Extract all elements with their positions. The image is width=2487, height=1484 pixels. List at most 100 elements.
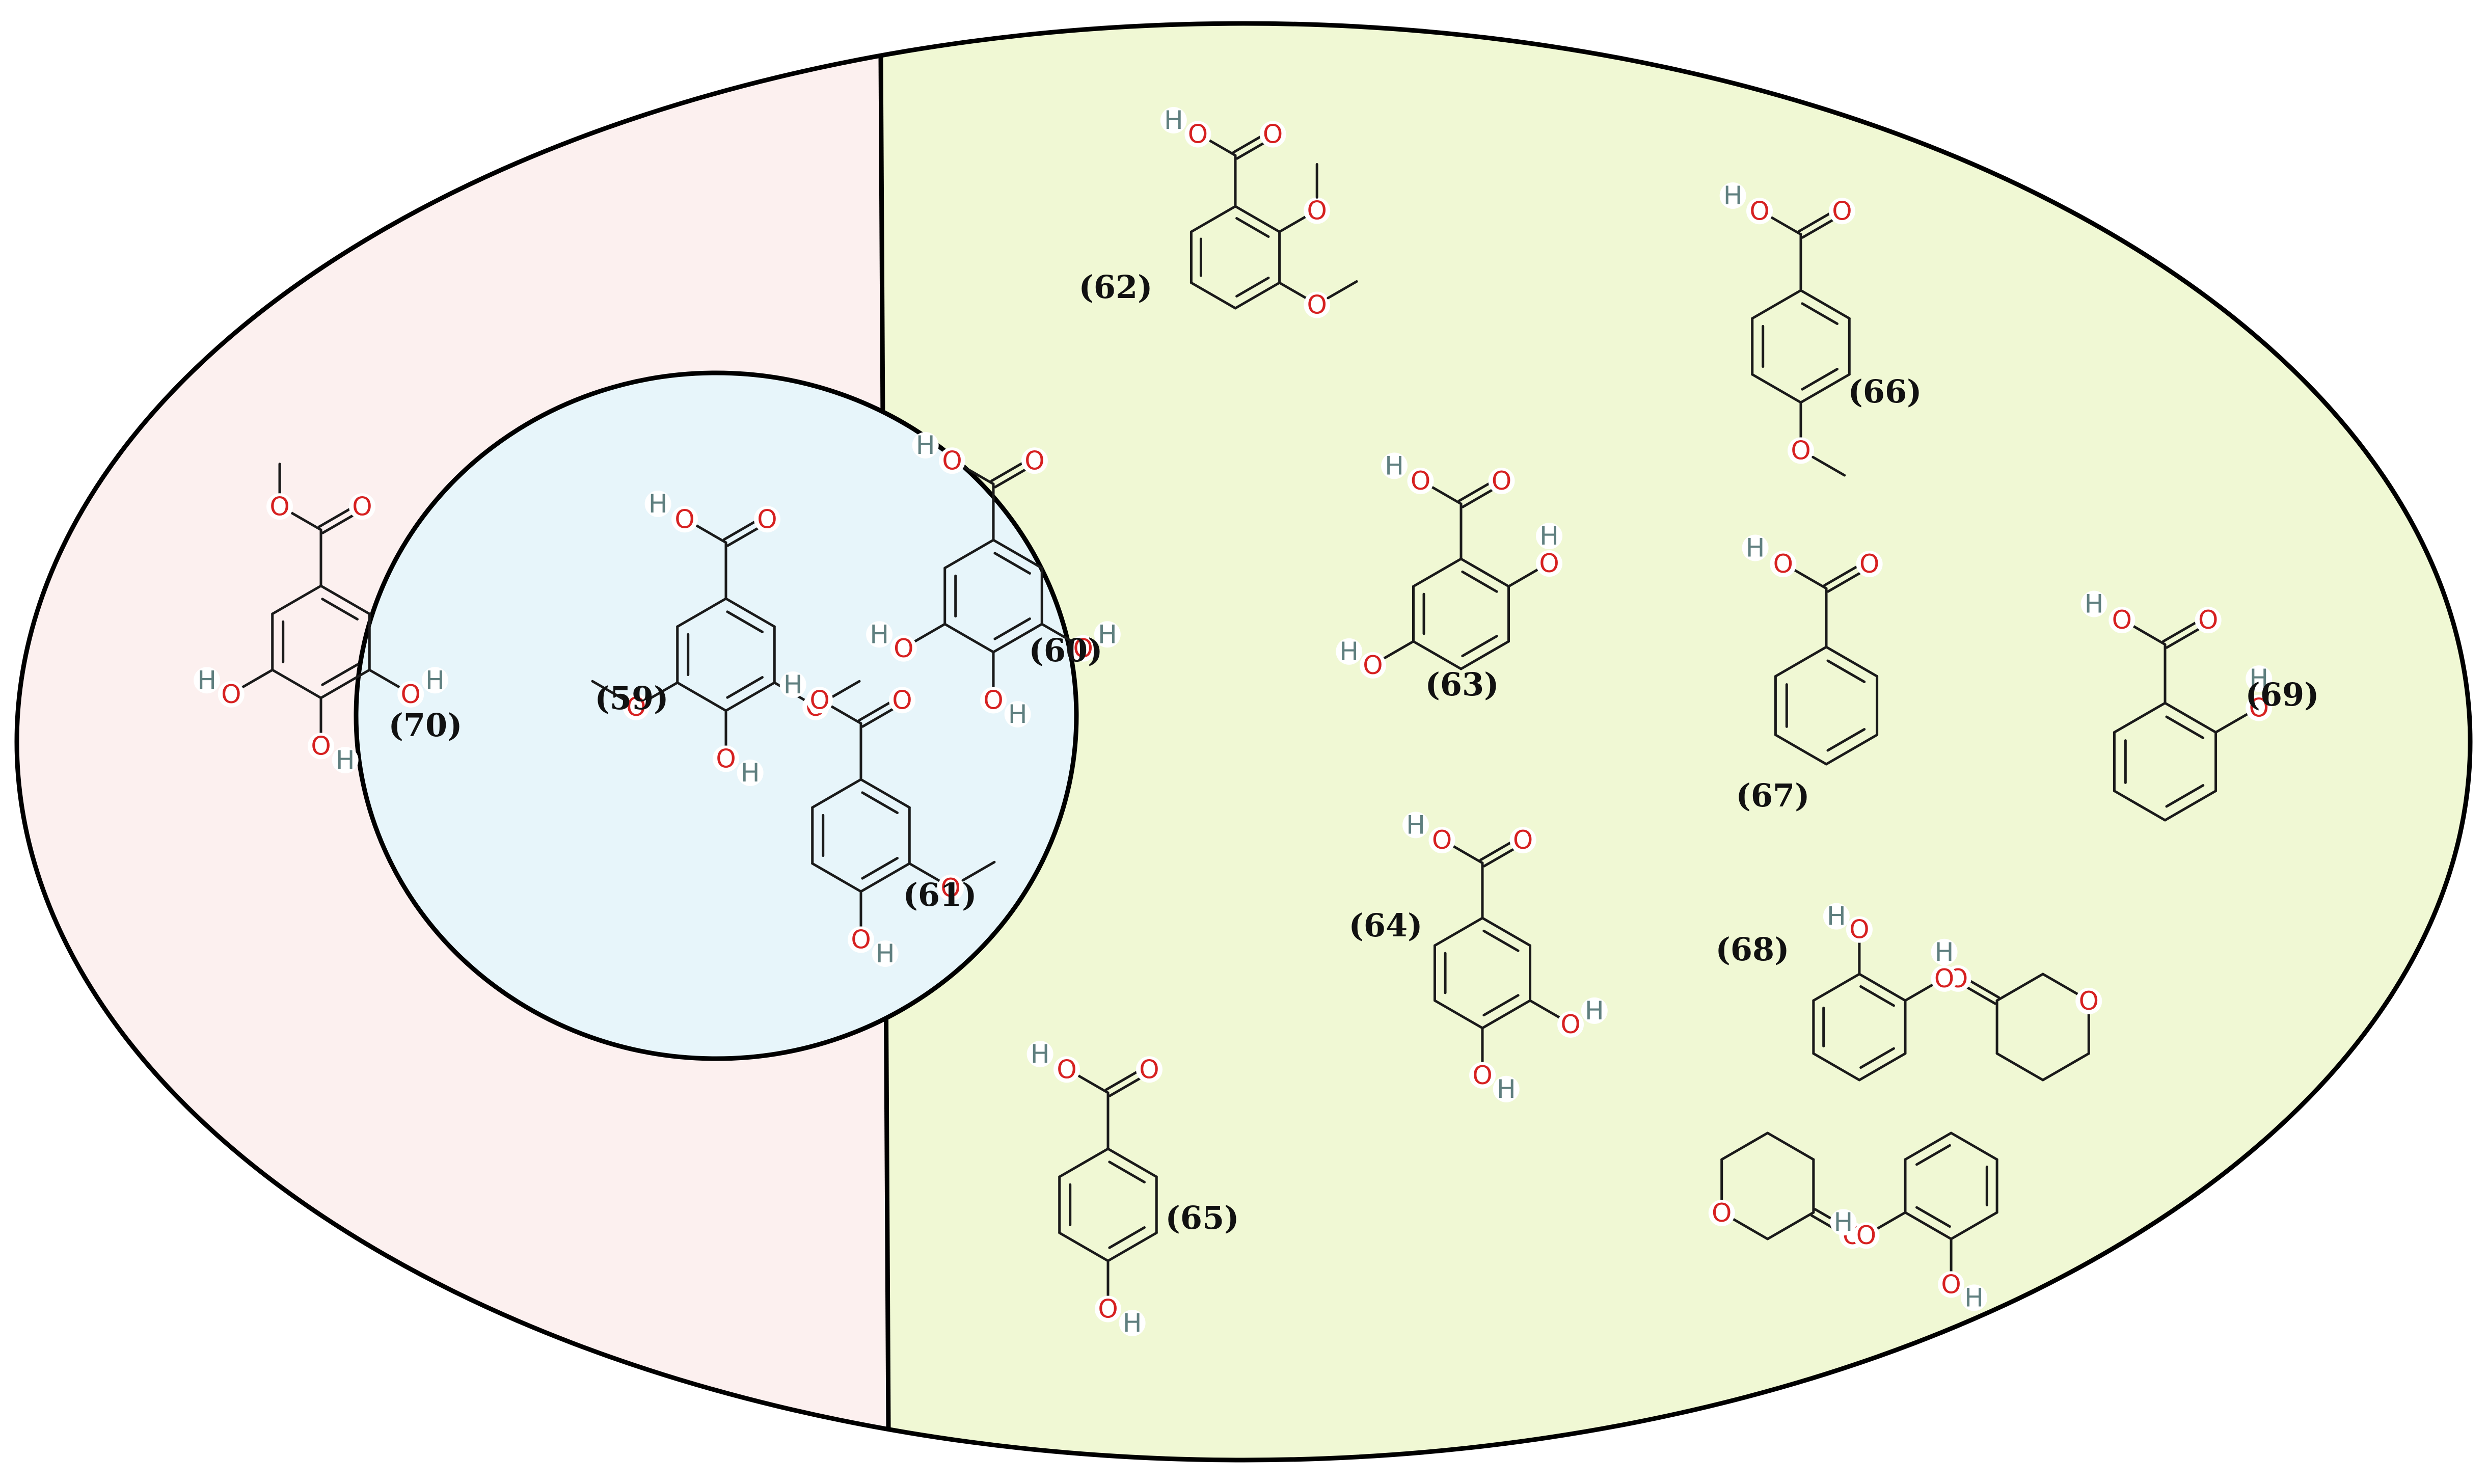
compound-c67: OOH(67) — [1736, 533, 1883, 814]
hydrogen-atom-halo — [1026, 1041, 1053, 1067]
ring-bond — [811, 778, 862, 809]
hydrogen-atom: H — [1585, 996, 1604, 1026]
hydrogen-atom-halo — [332, 747, 359, 773]
oxygen-atom: O — [1307, 290, 1327, 320]
oxygen-atom-halo — [1136, 1056, 1163, 1083]
oxygen-atom: O — [851, 925, 871, 955]
ring-bond — [2164, 790, 2218, 822]
oxygen-atom-halo — [1938, 1271, 1965, 1298]
ring-bond — [1433, 999, 1484, 1030]
hydrogen-atom-halo — [1381, 452, 1408, 479]
hydrogen-atom: H — [1834, 1207, 1853, 1237]
ring-bond — [943, 538, 995, 570]
oxygen-atom: O — [1263, 120, 1283, 149]
oxygen-atom-halo — [2195, 607, 2222, 634]
ring-bond — [943, 623, 995, 654]
hydrogen-atom: H — [1339, 637, 1359, 666]
hydrogen-atom: H — [916, 430, 935, 460]
ring-bond — [724, 681, 776, 712]
hydrogen-atom-halo — [779, 671, 806, 698]
ring-bond — [2041, 1052, 2090, 1082]
ring-inner-bond — [1859, 985, 1895, 1007]
ring-inner-bond — [1108, 1226, 1146, 1249]
hydrogen-atom-halo — [1402, 812, 1429, 839]
compound-label-c68: (68) — [1716, 931, 1790, 968]
ring-inner-bond — [1915, 1206, 1951, 1228]
ring-bond — [1799, 373, 1851, 404]
oxygen-atom-halo — [1536, 550, 1563, 577]
ring-bond — [1190, 205, 1237, 233]
oxygen-atom: O — [1024, 446, 1044, 475]
oxygen-atom-halo — [753, 506, 780, 533]
ring-bond — [1812, 1052, 1861, 1082]
hydrogen-atom: H — [2249, 664, 2268, 693]
ring-bond — [1825, 734, 1879, 766]
oxygen-atom-halo — [1557, 1011, 1584, 1038]
ring-inner-bond — [1108, 1161, 1146, 1183]
oxygen-atom-halo — [1488, 468, 1515, 495]
hydrogen-atom-halo — [1004, 701, 1031, 727]
ring-bond — [1058, 1231, 1110, 1262]
ring-bond — [1766, 1131, 1815, 1161]
oxygen-atom-halo — [1770, 551, 1797, 578]
ring-inner-bond — [861, 791, 899, 814]
ring-bond — [859, 778, 911, 809]
ring-bond — [1950, 1211, 1998, 1240]
hydrogen-atom: H — [1746, 533, 1765, 563]
oxygen-atom: O — [626, 692, 646, 722]
ring-bond — [1412, 640, 1463, 670]
hydrogen-atom: H — [1008, 699, 1028, 729]
hydrogen-atom: H — [1935, 937, 1954, 967]
ring-bond — [1234, 205, 1281, 233]
oxygen-atom: O — [1791, 436, 1810, 466]
hydrogen-atom: H — [1098, 619, 1117, 649]
oxygen-atom-halo — [939, 447, 966, 474]
oxygen-atom-halo — [1469, 1062, 1496, 1089]
compound-label-c62: (62) — [1079, 268, 1153, 306]
ring-inner-bond — [1801, 302, 1839, 325]
oxygen-atom-halo — [1856, 551, 1883, 578]
hydrogen-atom: H — [1385, 451, 1404, 480]
oxygen-atom: O — [716, 744, 736, 774]
hydrogen-atom: H — [1827, 902, 1846, 931]
ring-inner-bond — [993, 552, 1031, 575]
hydrogen-atom: H — [2085, 589, 2104, 619]
oxygen-atom-halo — [266, 493, 293, 520]
methoxy-bond — [961, 860, 996, 882]
ring-bond — [1459, 640, 1510, 670]
oxygen-atom-halo — [1304, 197, 1331, 224]
hydrogen-atom-halo — [1931, 938, 1958, 965]
ring-bond — [1995, 973, 2044, 1002]
oxygen-atom: O — [1472, 1061, 1492, 1090]
oxygen-atom: O — [1832, 196, 1852, 226]
methoxy-bond — [826, 680, 861, 701]
compound-label-c67: (67) — [1736, 777, 1810, 814]
hydrogen-atom-halo — [866, 621, 893, 648]
oxygen-atom: O — [941, 873, 961, 903]
hydrogen-atom-halo — [872, 940, 899, 967]
hydrogen-atom-halo — [644, 491, 671, 517]
oxygen-atom: O — [674, 504, 694, 534]
methoxy-bond — [1327, 280, 1358, 300]
hydrogen-atom: H — [783, 670, 803, 699]
oxygen-atom: O — [1411, 466, 1430, 496]
ring-bond — [992, 623, 1043, 654]
ring-inner-bond — [1461, 635, 1498, 658]
oxygen-atom: O — [809, 685, 829, 715]
ring-inner-bond — [726, 610, 764, 633]
compound-label-c64: (64) — [1349, 907, 1423, 944]
compound-label-c61: (61) — [903, 876, 977, 913]
oxygen-atom-halo — [397, 681, 424, 708]
oxygen-atom: O — [1539, 549, 1559, 578]
ring-bond — [1766, 1211, 1815, 1240]
oxygen-atom-halo — [806, 687, 833, 714]
hydrogen-atom: H — [1497, 1074, 1516, 1104]
ring-bond — [319, 668, 371, 699]
hydrogen-atom: H — [648, 489, 668, 519]
hydrogen-atom-halo — [1581, 997, 1608, 1024]
oxygen-atom: O — [1432, 825, 1452, 855]
